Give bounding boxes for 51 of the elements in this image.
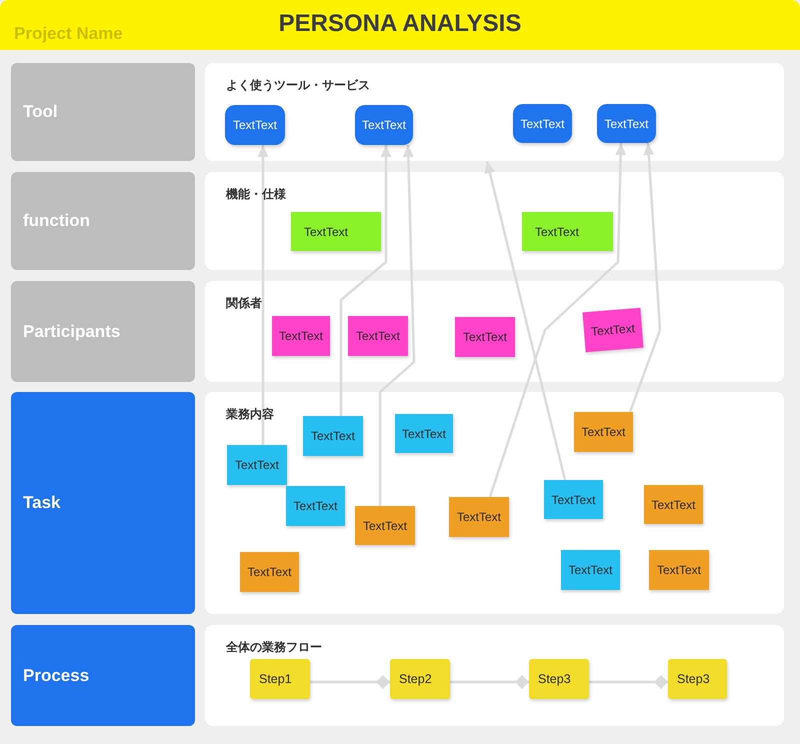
row-label: Tool [11, 63, 195, 161]
sticky-note: TextText [522, 212, 613, 251]
sticky-note: TextText [286, 486, 345, 526]
panel-heading: よく使うツール・サービス [226, 77, 370, 94]
row-label: Process [11, 625, 195, 726]
connector-line [450, 675, 529, 689]
panel-heading: 業務内容 [226, 406, 274, 423]
arrow [628, 142, 662, 412]
arrow [257, 145, 268, 445]
sticky-note: TextText [355, 506, 415, 545]
sticky-note: TextText [348, 316, 408, 356]
sticky-note: TextText [395, 414, 453, 453]
arrow [340, 145, 392, 416]
arrow [378, 144, 416, 506]
sticky-note: TextText [644, 485, 703, 524]
sticky-note: TextText [574, 412, 633, 452]
tool-tag: TextText [355, 105, 413, 145]
arrow [484, 160, 566, 480]
lane-panel [205, 392, 784, 614]
sticky-note: TextText [649, 550, 709, 590]
step-box: Step3 [668, 659, 727, 699]
tool-tag: TextText [225, 105, 285, 145]
connector-line [589, 675, 668, 689]
sticky-note: TextText [303, 416, 363, 456]
tool-tag: TextText [513, 104, 572, 143]
sticky-note: TextText [449, 497, 509, 537]
lane-panel [205, 281, 784, 382]
sticky-note: TextText [240, 552, 299, 592]
sticky-note: TextText [544, 480, 603, 519]
row-label: Task [11, 392, 195, 614]
sticky-note: TextText [272, 316, 330, 356]
tool-tag: TextText [597, 104, 656, 143]
step-box: Step3 [529, 659, 589, 699]
row-label: Participants [11, 281, 195, 382]
step-box: Step1 [250, 659, 310, 699]
panel-heading: 全体の業務フロー [226, 639, 322, 656]
step-box: Step2 [390, 659, 450, 699]
lane-panel [205, 63, 784, 161]
panel-heading: 関係者 [226, 295, 262, 312]
arrow [488, 142, 626, 498]
sticky-note: TextText [291, 212, 381, 251]
sticky-note: TextText [227, 445, 287, 485]
sticky-note: TextText [561, 550, 620, 590]
sticky-note: TextText [582, 308, 644, 352]
page-title: PERSONA ANALYSIS [278, 10, 522, 38]
panel-heading: 機能・仕様 [226, 186, 286, 203]
sticky-note: TextText [455, 317, 515, 357]
row-label: function [11, 172, 195, 270]
lane-panel [205, 625, 784, 726]
connector-line [310, 675, 390, 689]
lane-panel [205, 172, 784, 270]
